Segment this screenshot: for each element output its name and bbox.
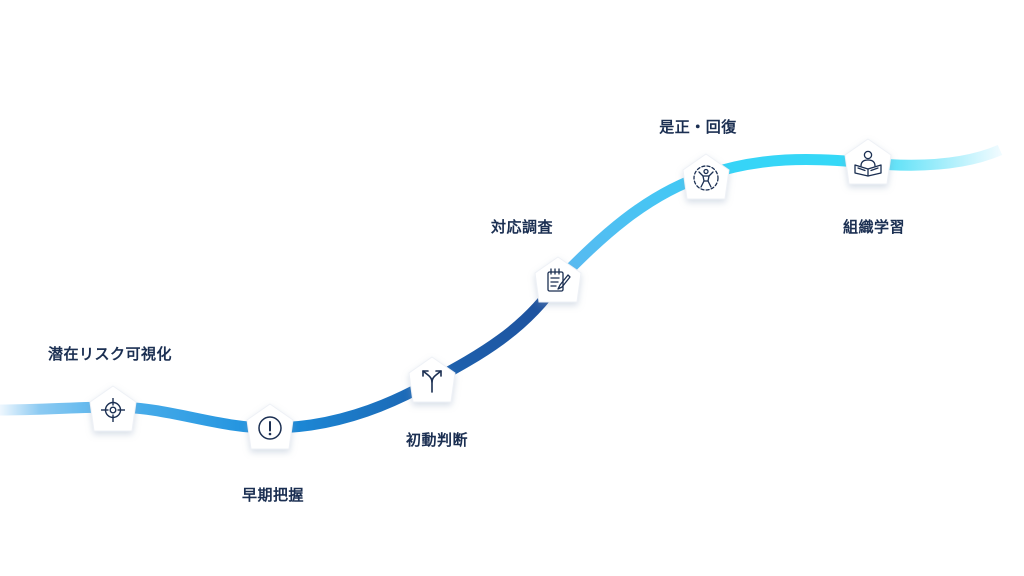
crosshair-icon — [101, 398, 125, 422]
step-node-2 — [246, 403, 294, 450]
curve-segment-3 — [269, 376, 435, 434]
step-node-1 — [89, 385, 137, 432]
step-label-2: 早期把握 — [241, 486, 305, 504]
step-label-4: 対応調査 — [490, 218, 554, 236]
curve-segment-5 — [554, 169, 708, 285]
checklist-edit-icon — [547, 268, 571, 292]
step-label-3: 初動判断 — [405, 431, 469, 449]
reading-person-icon — [854, 150, 882, 177]
alert-icon — [258, 416, 282, 440]
step-node-5 — [682, 153, 730, 200]
step-label-5: 是正・回復 — [659, 118, 737, 136]
step-node-6 — [844, 138, 892, 185]
step-label-6: 組織学習 — [842, 218, 906, 236]
step-node-3 — [408, 356, 456, 403]
recovery-person-icon — [693, 165, 719, 191]
split-arrows-icon — [422, 370, 442, 393]
curve-segment-6 — [704, 153, 869, 181]
step-label-1: 潜在リスク可視化 — [47, 345, 173, 363]
curve-segment-2 — [112, 401, 271, 434]
step-node-4 — [534, 256, 582, 303]
flow-curve — [0, 144, 1003, 434]
